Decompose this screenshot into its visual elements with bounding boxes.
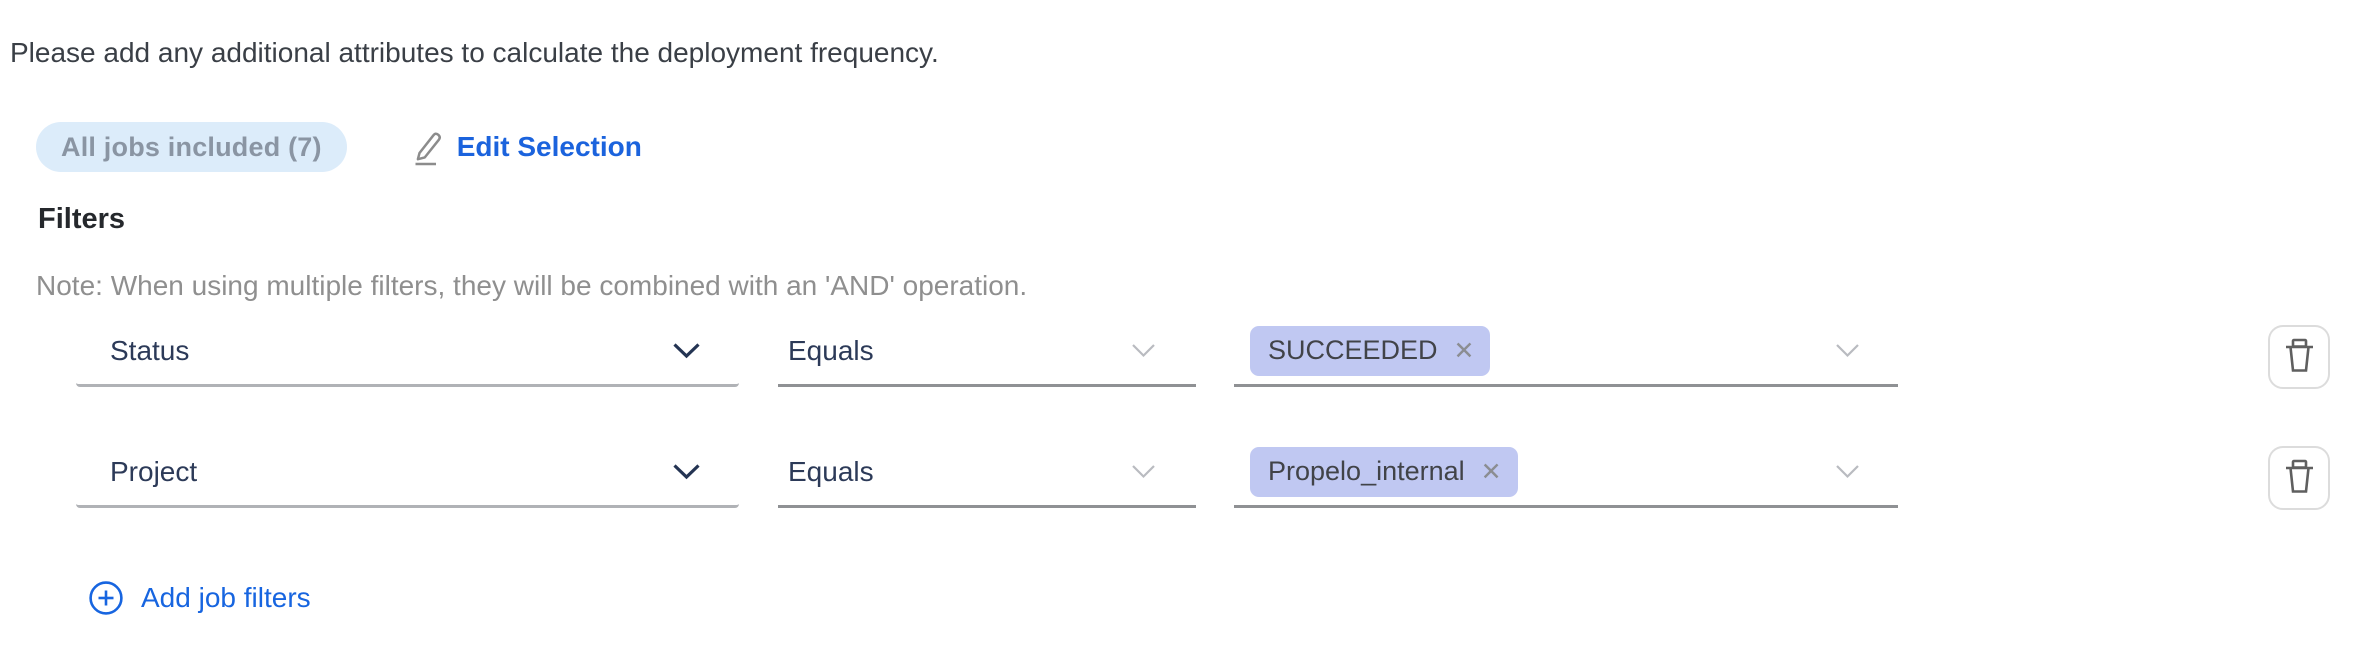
trash-icon <box>2284 338 2315 376</box>
filters-note: Note: When using multiple filters, they … <box>36 270 1028 301</box>
attribute-select-value: Project <box>110 455 198 487</box>
trash-icon <box>2284 459 2315 497</box>
delete-filter-button[interactable] <box>2268 325 2330 389</box>
chevron-down-icon <box>1131 464 1156 479</box>
filter-rows: Status Equals SUCCEEDED ✕ <box>76 317 2330 510</box>
value-tag-label: Propelo_internal <box>1268 456 1465 486</box>
pencil-icon <box>409 129 442 166</box>
value-tag-label: SUCCEEDED <box>1268 335 1438 365</box>
edit-selection-label: Edit Selection <box>456 131 642 162</box>
chevron-down-icon <box>1835 464 1860 479</box>
chevron-down-icon <box>672 342 701 359</box>
values-select[interactable]: SUCCEEDED ✕ <box>1234 317 1898 387</box>
add-job-filters-label: Add job filters <box>141 582 311 613</box>
values-select[interactable]: Propelo_internal ✕ <box>1234 438 1898 508</box>
close-icon[interactable]: ✕ <box>1453 336 1475 365</box>
plus-circle-icon <box>88 580 124 616</box>
value-tag: Propelo_internal ✕ <box>1250 446 1518 497</box>
close-icon[interactable]: ✕ <box>1480 457 1502 486</box>
intro-text: Please add any additional attributes to … <box>10 37 939 68</box>
filter-row: Status Equals SUCCEEDED ✕ <box>76 317 2330 389</box>
add-job-filters-link[interactable]: Add job filters <box>88 580 311 616</box>
chevron-down-icon <box>1131 343 1156 358</box>
chevron-down-icon <box>1835 343 1860 358</box>
operator-select-value: Equals <box>788 455 874 487</box>
attribute-select[interactable]: Project <box>76 438 739 508</box>
chevron-down-icon <box>672 463 701 480</box>
attribute-select[interactable]: Status <box>76 317 739 387</box>
value-tag: SUCCEEDED ✕ <box>1250 325 1491 376</box>
operator-select-value: Equals <box>788 334 874 366</box>
attribute-select-value: Status <box>110 334 190 366</box>
jobs-included-badge: All jobs included (7) <box>36 122 347 172</box>
operator-select[interactable]: Equals <box>778 438 1196 508</box>
filter-row: Project Equals Propelo_internal <box>76 438 2330 510</box>
operator-select[interactable]: Equals <box>778 317 1196 387</box>
delete-filter-button[interactable] <box>2268 446 2330 510</box>
edit-selection-link[interactable]: Edit Selection <box>409 129 642 166</box>
filters-heading: Filters <box>38 203 126 235</box>
job-selection-row: All jobs included (7) Edit Selection <box>36 122 2330 172</box>
